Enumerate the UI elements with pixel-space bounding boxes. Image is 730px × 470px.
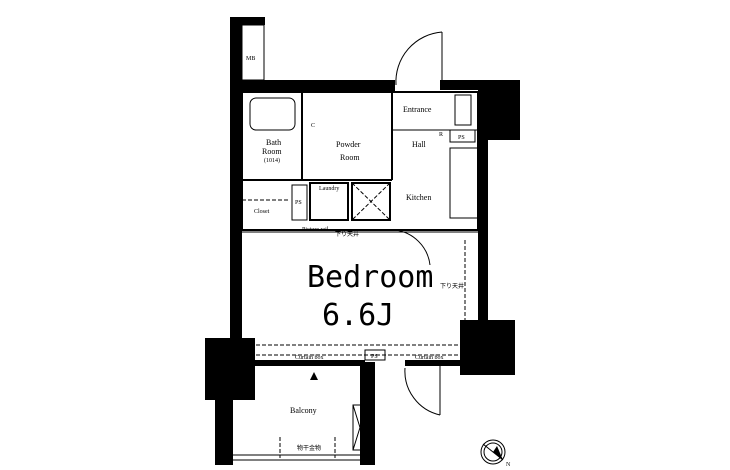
bath-label-1: Bath xyxy=(266,138,281,147)
entrance-door[interactable] xyxy=(395,31,443,88)
ps-top-label: PS xyxy=(458,135,465,141)
mb-label: MB xyxy=(246,56,255,62)
drying-rack-label: 物干金物 xyxy=(297,444,321,452)
g-label: G xyxy=(365,376,370,382)
bedroom-details xyxy=(242,229,478,361)
picture-rail-label: Picture rail xyxy=(302,227,329,233)
r-label: R xyxy=(439,132,443,138)
walls xyxy=(205,17,520,465)
storage-box xyxy=(352,404,368,451)
partitions xyxy=(241,91,479,231)
laundry-label: Laundry xyxy=(319,186,339,192)
hall-label: Hall xyxy=(412,140,427,149)
bath-label-2: Room xyxy=(262,147,282,156)
kitchen-label: Kitchen xyxy=(406,193,431,202)
bedroom-size: 6.6J xyxy=(322,298,394,333)
bedroom-label: Bedroom xyxy=(307,260,433,295)
ps-mid-label: PS xyxy=(295,200,302,206)
lowered-ceiling-label: 下り天井 xyxy=(440,282,464,290)
powder-room-label-2: Room xyxy=(340,153,360,162)
curtain-box-right: Curtain box xyxy=(415,355,444,361)
balcony-label: Balcony xyxy=(290,406,317,415)
bath-size: (1014) xyxy=(264,157,280,164)
powder-room-label-1: Powder xyxy=(336,140,361,149)
curtain-box-left: Curtain box xyxy=(295,355,324,361)
compass-north-label: N xyxy=(506,462,511,468)
ps-bottom-label: PS xyxy=(371,354,378,360)
balcony-door[interactable] xyxy=(404,366,441,416)
outdoor-unit-marker xyxy=(310,372,318,380)
entrance-label: Entrance xyxy=(403,105,432,114)
g-box xyxy=(362,372,373,383)
compass-icon: N xyxy=(480,439,511,468)
c-label: C xyxy=(311,123,315,129)
mb-closet xyxy=(241,24,265,81)
closet-label: Closet xyxy=(254,209,270,215)
lowered-ceiling-label: 下り天井 xyxy=(335,230,359,238)
